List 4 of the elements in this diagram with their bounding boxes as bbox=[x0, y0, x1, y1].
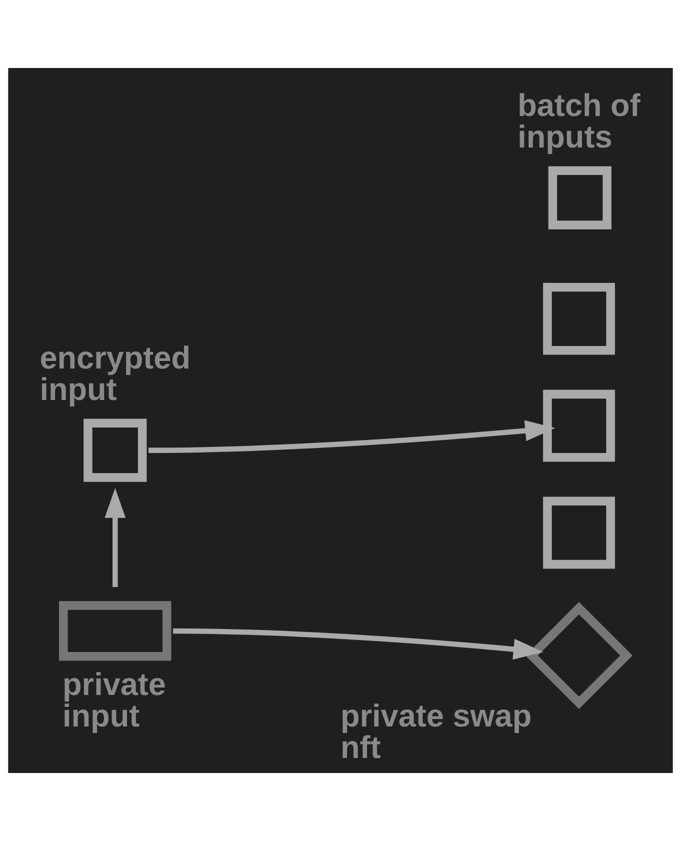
node-label: private swap nft bbox=[340, 697, 532, 765]
node-label: private input bbox=[62, 666, 166, 734]
node-label: batch of inputs bbox=[518, 87, 640, 155]
node-label: encrypted input bbox=[40, 340, 191, 408]
